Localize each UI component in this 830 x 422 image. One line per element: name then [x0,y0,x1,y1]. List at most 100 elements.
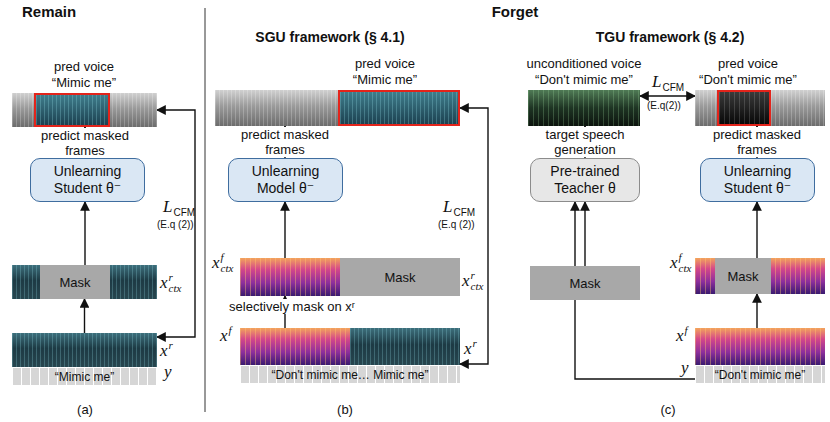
script-stack: r [169,340,173,362]
panel-label: TGU framework (§ 4.2) [596,29,745,45]
spectrogram-node: unconditioned voice“Don't mimic me” [528,90,640,126]
math-label: xf [676,325,688,347]
connector [756,294,757,328]
spectrogram-node: pred voice“Don't mimic me” [695,90,825,126]
math-symbol: x [676,326,684,346]
superscript: r [169,272,182,283]
voice-heading: pred voice [54,59,114,74]
script-stack: fctx [221,252,234,274]
edge-label: predict masked frames [39,128,131,158]
superscript [662,71,684,82]
spectrogram-node: Mask [695,258,825,294]
box-text: Unlearning Model θ⁻ [235,163,336,197]
box-text: Unlearning Student θ⁻ [707,163,808,197]
spectrogram [240,328,460,365]
script-stack: f [229,325,232,347]
superscript: f [685,325,688,336]
math-symbol: x [464,339,472,359]
connector [84,202,85,265]
panel-label: (b) [337,402,353,417]
transcript-strip: “Mimic me” [12,368,157,385]
connector [157,110,195,337]
mask-text: Mask [569,276,600,291]
mask-region: Mask [715,258,771,294]
voice-heading: pred voice [718,56,778,71]
spectrogram-node: Mask [240,258,460,296]
panel-label: Forget [492,3,539,20]
superscript [453,196,475,207]
spectrogram-node: pred voice“Mimic me” [12,93,157,127]
spectrogram-band [695,328,825,365]
subscript [169,351,173,362]
subscript [685,336,688,347]
spectrogram [695,328,825,365]
superscript: r [471,270,484,281]
connector [460,108,488,364]
model-box: Pre-trained Teacher θ [530,158,640,202]
mask-region: Mask [40,265,110,299]
script-stack: CFM [173,196,195,218]
math-label: LCFM [443,196,475,218]
prediction-highlight [338,90,460,126]
math-label: LCFM [163,196,195,218]
spectrogram-node: Mask [12,265,157,299]
math-symbol: x [670,253,678,273]
subscript: ctx [471,281,484,292]
subscript: CFM [662,82,684,93]
math-label: xrctx [462,270,483,292]
edge-label: selectively mask on xʳ [206,299,378,314]
panel-label: (E.q (2)) [438,219,475,230]
script-stack: r [473,338,477,360]
panel-divider [205,8,206,412]
connector [640,95,695,96]
voice-heading: “Mimic me” [353,72,417,87]
voice-heading: “Don't mimic me” [535,72,633,87]
math-symbol: x [160,273,168,293]
math-symbol: L [163,197,172,217]
script-stack: CFM [453,196,475,218]
superscript: r [473,338,477,349]
math-label: xr [160,340,173,362]
panel-label: (E.q (2)) [157,219,194,230]
connector [584,202,585,266]
math-symbol: L [652,72,661,92]
script-stack: rctx [471,270,484,292]
math-label: y [681,358,689,378]
script-stack: f [685,325,688,347]
spectrogram-node: “Don't mimic me… Mimic me” [240,328,460,383]
subscript [229,336,232,347]
subscript: CFM [173,207,195,218]
voice-heading: unconditioned voice [527,56,642,71]
voice-heading: “Mimic me” [52,75,116,90]
panel-label: (a) [77,402,93,417]
subscript: ctx [169,283,182,294]
math-symbol: x [462,271,470,291]
math-label: xrctx [160,272,181,294]
spectrogram-band [528,90,640,126]
math-symbol: x [220,326,228,346]
math-symbol: y [164,362,172,382]
edge-label: target speech generation [539,127,631,157]
spectrogram-band [350,328,460,365]
edge-label: predict masked frames [711,127,803,157]
superscript: f [221,252,234,263]
superscript: f [229,325,232,336]
subscript [473,349,477,360]
spectrogram-band [12,333,157,367]
math-symbol: x [212,253,220,273]
voice-heading: “Don't mimic me” [699,72,797,87]
superscript [173,196,195,207]
mask-region: Mask [340,258,460,296]
edge-label: predict masked frames [239,127,331,157]
math-symbol: y [681,358,689,378]
spectrogram-node: “Don't mimic me” [695,328,825,383]
math-symbol: L [443,197,452,217]
math-label: y [164,362,172,382]
box-text: Pre-trained Teacher θ [537,163,633,197]
model-box: Unlearning Student θ⁻ [30,158,145,202]
math-label: LCFM [652,71,684,93]
script-stack: rctx [169,272,182,294]
superscript: f [679,252,692,263]
panel-label: (c) [660,402,675,417]
